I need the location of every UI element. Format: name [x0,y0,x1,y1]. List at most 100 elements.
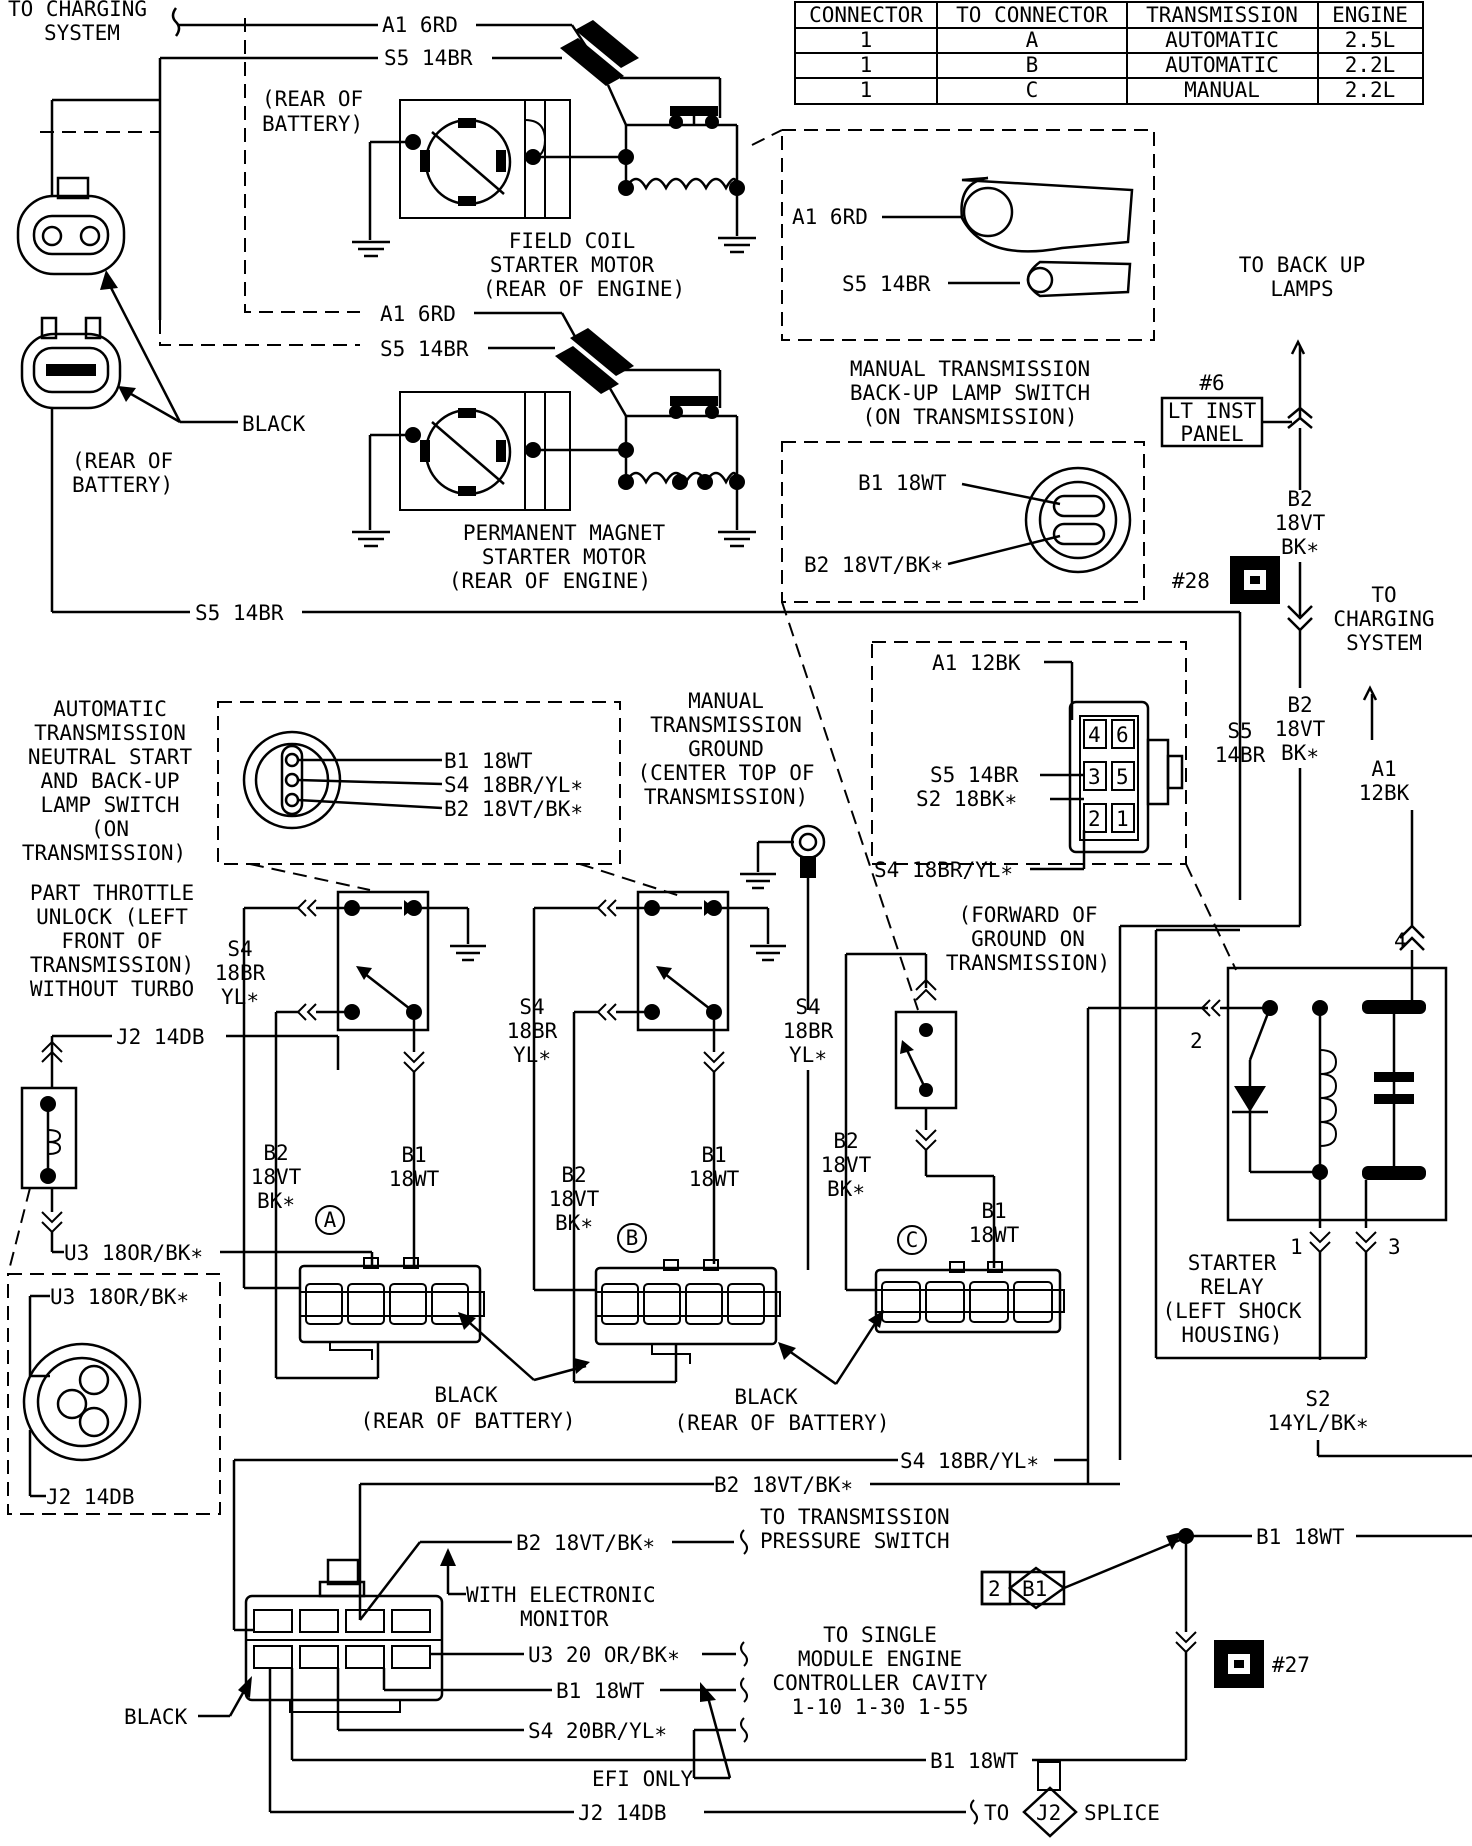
wire-label-b2: 18VT [251,1165,302,1189]
table-cell: C [1026,78,1039,102]
to-single-module-label: CONTROLLER CAVITY [773,1671,988,1695]
wire-label-s5: S5 [1227,719,1252,743]
relay-pin-1: 1 [1290,1235,1303,1259]
wire-label-s4-18br-yl: S4 18BR/YL∗ [444,773,583,797]
black-label: BLACK [242,412,306,436]
permanent-magnet-label: STARTER MOTOR [482,545,647,569]
relay-pin-2: 2 [1190,1029,1203,1053]
to-charging-right-label: TO [1371,583,1396,607]
table-cell: 2.2L [1345,78,1396,102]
manual-ground-label: TRANSMISSION [650,713,802,737]
permanent-magnet-starter-motor [352,328,756,548]
wire-label-b2-18vt-bk: B2 18VT/BK∗ [516,1531,655,1555]
battery-connector-upper [16,176,126,276]
rear-of-battery-label: BATTERY) [262,112,363,136]
efi-only-label: EFI ONLY [592,1767,694,1791]
switch-b [532,890,786,1382]
auto-neutral-label: NEUTRAL START [28,745,193,769]
connector-a [298,1257,485,1360]
lt-inst-panel-label: LT INST [1168,399,1257,423]
table-cell: B [1026,53,1039,77]
manual-ground-label: MANUAL [688,689,764,713]
rear-of-battery-label: (REAR OF [262,87,363,111]
num27-label: #27 [1272,1653,1310,1677]
pin-2: 2 [1088,807,1101,831]
wire-label-u3-18or-bk: U3 18OR/BK∗ [64,1241,203,1265]
starter-relay-label: HOUSING) [1181,1323,1282,1347]
to-single-module-label: TO SINGLE [823,1623,937,1647]
permanent-magnet-label: PERMANENT MAGNET [463,521,666,545]
wire-label-s5: 14BR [1215,743,1266,767]
starter-relay-label: RELAY [1200,1275,1264,1299]
circle-a-label: A [324,1208,337,1232]
table-header-to-connector: TO CONNECTOR [956,3,1108,27]
auto-neutral-label: TRANSMISSION [34,721,186,745]
forward-ground-label: (FORWARD OF [958,903,1097,927]
auto-neutral-label: AUTOMATIC [53,697,167,721]
wire-label-j2-14db: J2 14DB [46,1485,135,1509]
wire-label-b2: 18VT [1275,717,1326,741]
wire-label-a1-6rd: A1 6RD [382,13,458,37]
wire-label-s4-20br-yl: S4 20BR/YL∗ [528,1719,667,1743]
field-coil-label: FIELD COIL [509,229,635,253]
wire-label-b1: 18WT [389,1167,440,1191]
wire-label-b1: B1 [401,1143,426,1167]
auto-neutral-label: TRANSMISSION) [22,841,186,865]
battery-connector-lower [20,316,122,410]
black-rear-battery-label: (REAR OF BATTERY) [675,1411,890,1435]
wire-label-s5-14br: S5 14BR [930,763,1019,787]
forward-ground-label: GROUND ON [971,927,1085,951]
wire-label-b2: 18VT [821,1153,872,1177]
black-label: BLACK [124,1705,188,1729]
splice-2-label: 2 [988,1577,1001,1601]
circle-b-label: B [626,1226,639,1250]
to-single-module-label: MODULE ENGINE [798,1647,962,1671]
wire-label-a1-6rd: A1 6RD [380,302,456,326]
wire-label-s4: YL∗ [513,1043,551,1067]
to-charging-system-label: SYSTEM [44,21,120,45]
wire-label-b1: 18WT [969,1223,1020,1247]
wire-label-b2: BK∗ [257,1189,295,1213]
part-throttle-label: TRANSMISSION) [30,953,194,977]
wire-label-b1: B1 [981,1199,1006,1223]
wire-label-j2-14db: J2 14DB [116,1025,205,1049]
with-electronic-monitor-label: MONITOR [520,1607,609,1631]
wire-label-s4: S4 [519,995,544,1019]
wire-label-s5-14br: S5 14BR [384,46,473,70]
connector-b [594,1259,781,1364]
wire-label-b1-18wt: B1 18WT [858,471,947,495]
table-cell: A [1026,28,1039,52]
to-charging-right-label: CHARGING [1333,607,1434,631]
table-cell: AUTOMATIC [1165,53,1279,77]
auto-neutral-label: (ON [91,817,129,841]
part-throttle-label: FRONT OF [61,929,162,953]
relay-pin-3: 3 [1388,1235,1401,1259]
wire-label-s4-18br-yl: S4 18BR/YL∗ [900,1449,1039,1473]
to-charging-system-label: TO CHARGING [8,0,147,21]
table-header-engine: ENGINE [1332,3,1408,27]
field-coil-label: (REAR OF ENGINE) [483,277,685,301]
black-rear-battery-label: BLACK [434,1383,498,1407]
lt-inst-panel-label: PANEL [1180,422,1243,446]
wire-label-b2: BK∗ [1281,535,1319,559]
table-header-connector: CONNECTOR [809,3,923,27]
pin-6: 6 [1116,723,1129,747]
table-cell: AUTOMATIC [1165,28,1279,52]
main-connector [244,1558,444,1713]
table-header-transmission: TRANSMISSION [1146,3,1298,27]
rear-of-battery-label: BATTERY) [72,473,173,497]
splice-label: SPLICE [1084,1801,1160,1825]
wire-label-s2: S2 [1305,1387,1330,1411]
wire-label-a1: 12BK [1359,781,1410,805]
table-cell: MANUAL [1184,78,1260,102]
connector-table: CONNECTOR TO CONNECTOR TRANSMISSION ENGI… [794,1,1424,105]
wire-label-b2: 18VT [1275,511,1326,535]
wire-label-b2: BK∗ [827,1177,865,1201]
wire-label-u3-18or-bk: U3 18OR/BK∗ [50,1285,189,1309]
starter-relay-label: STARTER [1188,1251,1277,1275]
wire-label-s5-14br: S5 14BR [195,601,284,625]
pin-5: 5 [1116,765,1129,789]
module-connector-6pin: 4 6 3 5 2 1 [1068,700,1184,854]
table-cell: 2.5L [1345,28,1396,52]
